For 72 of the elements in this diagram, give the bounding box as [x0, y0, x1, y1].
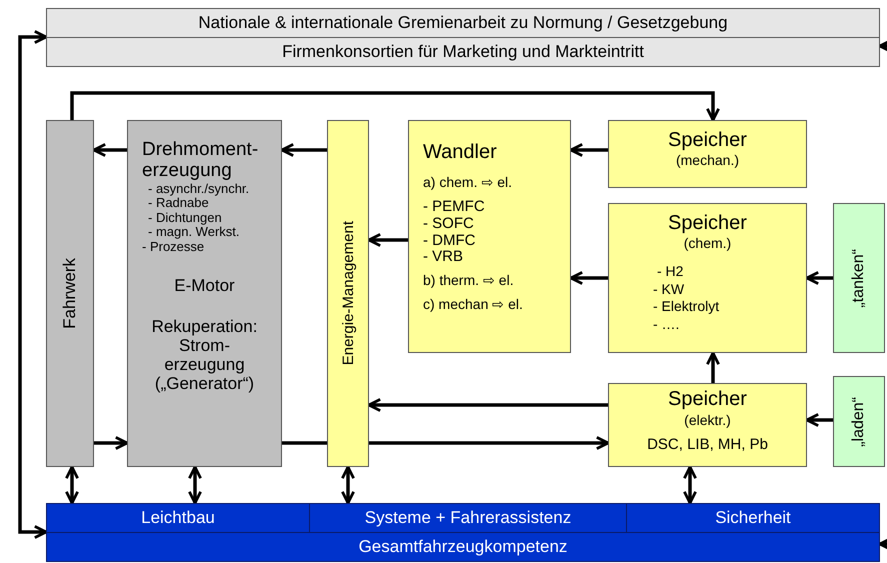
heading: Speicher: [667, 212, 748, 234]
text-line: (elektr.): [683, 413, 732, 430]
input-box: [833, 376, 885, 467]
arrow: [570, 271, 608, 285]
storage-box: [608, 383, 807, 467]
heading: Speicher: [667, 388, 748, 410]
text-line: - ….: [653, 317, 680, 333]
arrow: [806, 413, 833, 427]
text-line: DSC, LIB, MH, Pb: [646, 437, 769, 454]
band-label: Gesamtfahrzeugkompetenz: [358, 537, 568, 557]
process-box: [408, 120, 571, 353]
arrow: [65, 466, 79, 504]
arrow: [92, 143, 127, 157]
competence-band: [46, 532, 880, 562]
arrow: [280, 143, 327, 157]
connector-line: [282, 441, 327, 445]
arrow: [188, 466, 202, 504]
text-line: - DMFC: [423, 232, 476, 250]
vertical-label: Fahrwerk: [60, 258, 80, 329]
band-label: Sicherheit: [715, 508, 791, 528]
text-line: - Elektrolyt: [653, 299, 720, 316]
arrow: [570, 143, 608, 157]
storage-box: [608, 120, 807, 188]
text-line: a) chem. ⇨ el.: [423, 175, 514, 192]
arrow: [878, 39, 887, 53]
text-line: - Radnabe: [148, 196, 209, 211]
process-box: [46, 120, 94, 467]
text-line: - KW: [653, 282, 686, 298]
process-box: [127, 120, 282, 467]
arrow: [368, 233, 408, 247]
band-label: Leichtbau: [141, 508, 215, 528]
process-box: [327, 120, 369, 467]
heading: Speicher: [667, 129, 748, 152]
arrow: [368, 398, 608, 412]
text-line: E-Motor: [173, 276, 236, 296]
header-band: [46, 8, 880, 38]
vertical-label: Energie-Management: [340, 221, 356, 366]
input-box: [833, 203, 885, 353]
text-line: - Dichtungen: [148, 210, 223, 226]
arrow: [369, 436, 610, 450]
competence-band: [309, 503, 627, 533]
text-line: c) mechan ⇨ el.: [423, 296, 524, 313]
band-label: Nationale & internationale Gremienarbeit zu Normung / Gesetzgebung: [198, 13, 728, 33]
heading: Drehmoment-erzeugung: [142, 139, 260, 182]
text-line: - SOFC: [423, 216, 475, 233]
arrow: [341, 466, 355, 504]
text-line: - H2: [657, 264, 684, 280]
text-line: - magn. Werkst.: [148, 225, 241, 240]
arrow: [94, 436, 128, 450]
arrow: [806, 271, 833, 285]
text-line: - asynchr./synchr.: [148, 182, 250, 196]
arrow: [878, 537, 887, 551]
competence-band: [46, 503, 310, 533]
arrow: [706, 352, 720, 383]
arrow: [70, 91, 720, 122]
arrow: [683, 466, 697, 504]
vertical-label: „tanken“: [850, 248, 868, 308]
text-line: b) therm. ⇨ el.: [423, 273, 515, 289]
arrow: [18, 30, 48, 539]
text-line: - VRB: [423, 249, 464, 266]
storage-box: [608, 203, 807, 353]
text-line: - Prozesse: [142, 240, 206, 254]
text-line: - PEMFC: [423, 199, 486, 216]
header-band: [46, 37, 880, 67]
band-label: Firmenkonsortien für Marketing und Markteintritt: [282, 42, 644, 62]
heading: Wandler: [423, 141, 498, 164]
text-line: (chem.): [682, 236, 732, 252]
competence-band: [626, 503, 880, 533]
vertical-label: „laden“: [850, 396, 868, 446]
band-label: Systeme + Fahrerassistenz: [364, 508, 572, 528]
text-line: Rekuperation: Strom-erzeugung („Generator“): [150, 317, 258, 394]
text-line: (mechan.): [674, 153, 740, 170]
